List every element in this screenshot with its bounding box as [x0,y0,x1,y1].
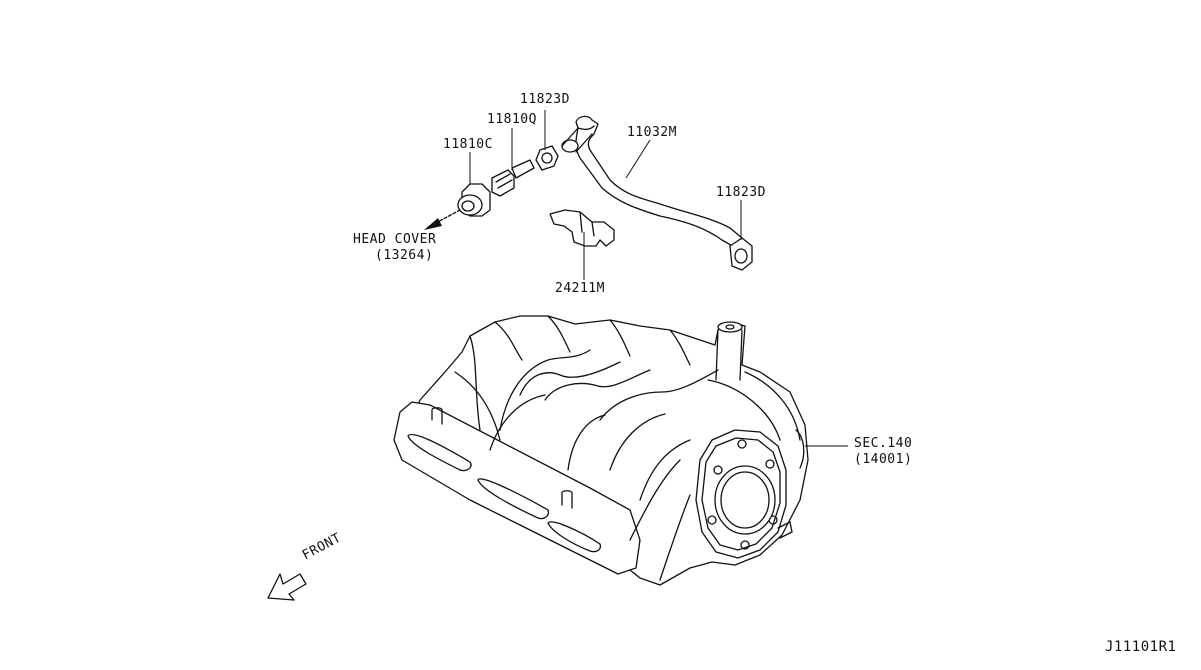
part-label-11810q: 11810Q [487,112,537,127]
leader-lines [469,110,848,447]
sec-label: SEC.140 [854,436,913,451]
hose-11032m [561,115,743,249]
diagram-id: J11101R1 [1105,639,1177,655]
pointer-arrow-icon [424,209,461,230]
head-cover-code: (13264) [375,248,434,263]
intake-manifold [393,315,809,586]
part-label-11823d-right: 11823D [716,185,766,200]
part-label-24211m: 24211M [555,281,605,296]
grommet-11810c [457,183,491,217]
part-label-11810c: 11810C [443,137,493,152]
clip-24211m [549,209,615,247]
front-arrow-icon [267,573,307,601]
clamp-11823d-top [535,145,559,171]
part-label-11823d-top: 11823D [520,92,570,107]
part-label-11032m: 11032M [627,125,677,140]
sec-code: (14001) [854,452,913,467]
head-cover-label: HEAD COVER [353,232,437,247]
pcv-valve-11810q [491,159,535,197]
clamp-11823d-right [729,237,753,271]
